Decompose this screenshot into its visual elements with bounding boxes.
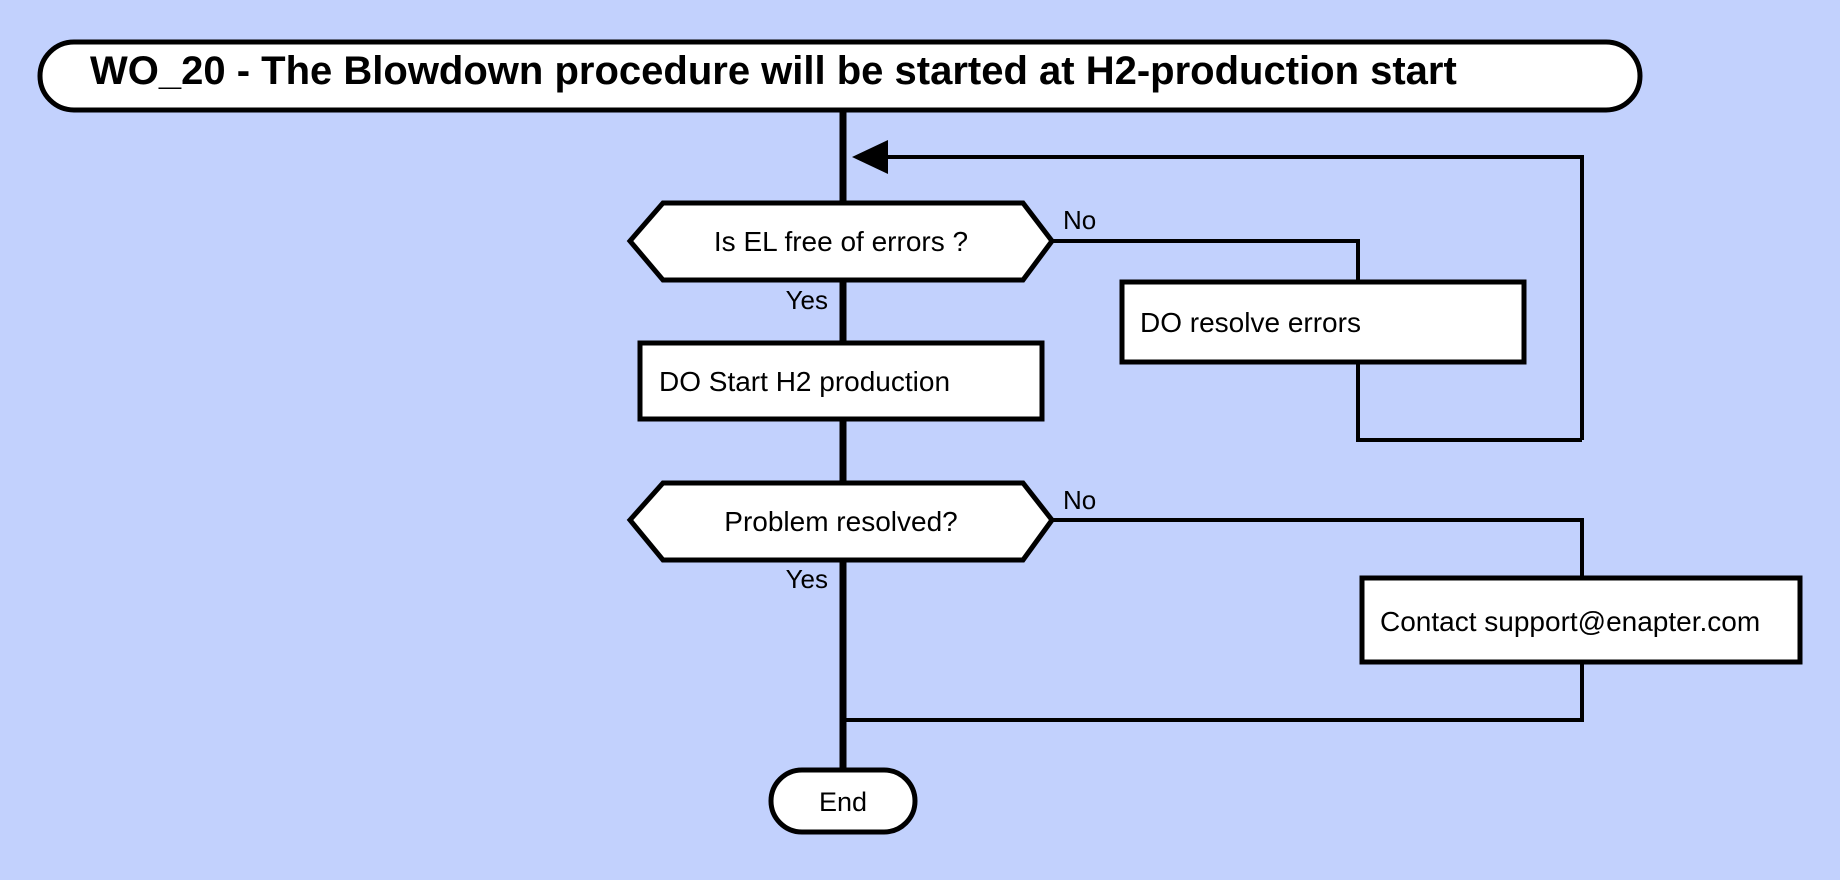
edge-label-problem-yes: Yes: [786, 564, 828, 594]
decision-problem-resolved-label: Problem resolved?: [724, 506, 957, 537]
process-contact-support-shape[interactable]: [1359, 575, 1803, 665]
terminator-end-label: End: [819, 787, 867, 817]
title-banner: WO_20 - The Blowdown procedure will be s…: [37, 39, 1643, 113]
process-start-h2-shape[interactable]: [637, 340, 1045, 422]
terminator-end[interactable]: End: [768, 767, 918, 835]
decision-errors-shape[interactable]: [626, 200, 1056, 283]
arrow-left-icon: [852, 140, 888, 174]
edge-label-problem-no: No: [1063, 485, 1096, 515]
process-do-resolve-errors[interactable]: DO resolve errors: [1119, 279, 1527, 365]
decision-is-el-free-of-errors[interactable]: Is EL free of errors ?: [626, 200, 1056, 283]
title-banner-shape: [37, 39, 1643, 113]
process-start-h2-label: DO Start H2 production: [659, 366, 950, 397]
process-contact-support[interactable]: Contact support@enapter.com: [1359, 575, 1803, 665]
decision-errors-label: Is EL free of errors ?: [714, 226, 968, 257]
decision-problem-resolved-shape[interactable]: [626, 480, 1056, 563]
process-resolve-errors-label: DO resolve errors: [1140, 307, 1361, 338]
process-contact-support-label: Contact support@enapter.com: [1380, 606, 1760, 637]
edge-loop-back-to-spine: [870, 155, 1584, 440]
edge-resolve-errors-outflow: [1356, 362, 1582, 442]
edge-label-errors-yes: Yes: [786, 285, 828, 315]
process-resolve-errors-shape[interactable]: [1119, 279, 1527, 365]
edge-label-errors-no: No: [1063, 205, 1096, 235]
edge-errors-no-to-resolve-errors: [1050, 239, 1360, 282]
terminator-end-shape[interactable]: [768, 767, 918, 835]
page-title: WO_20 - The Blowdown procedure will be s…: [90, 49, 1457, 93]
process-do-start-h2-production[interactable]: DO Start H2 production: [637, 340, 1045, 422]
decision-problem-resolved[interactable]: Problem resolved?: [626, 480, 1056, 563]
